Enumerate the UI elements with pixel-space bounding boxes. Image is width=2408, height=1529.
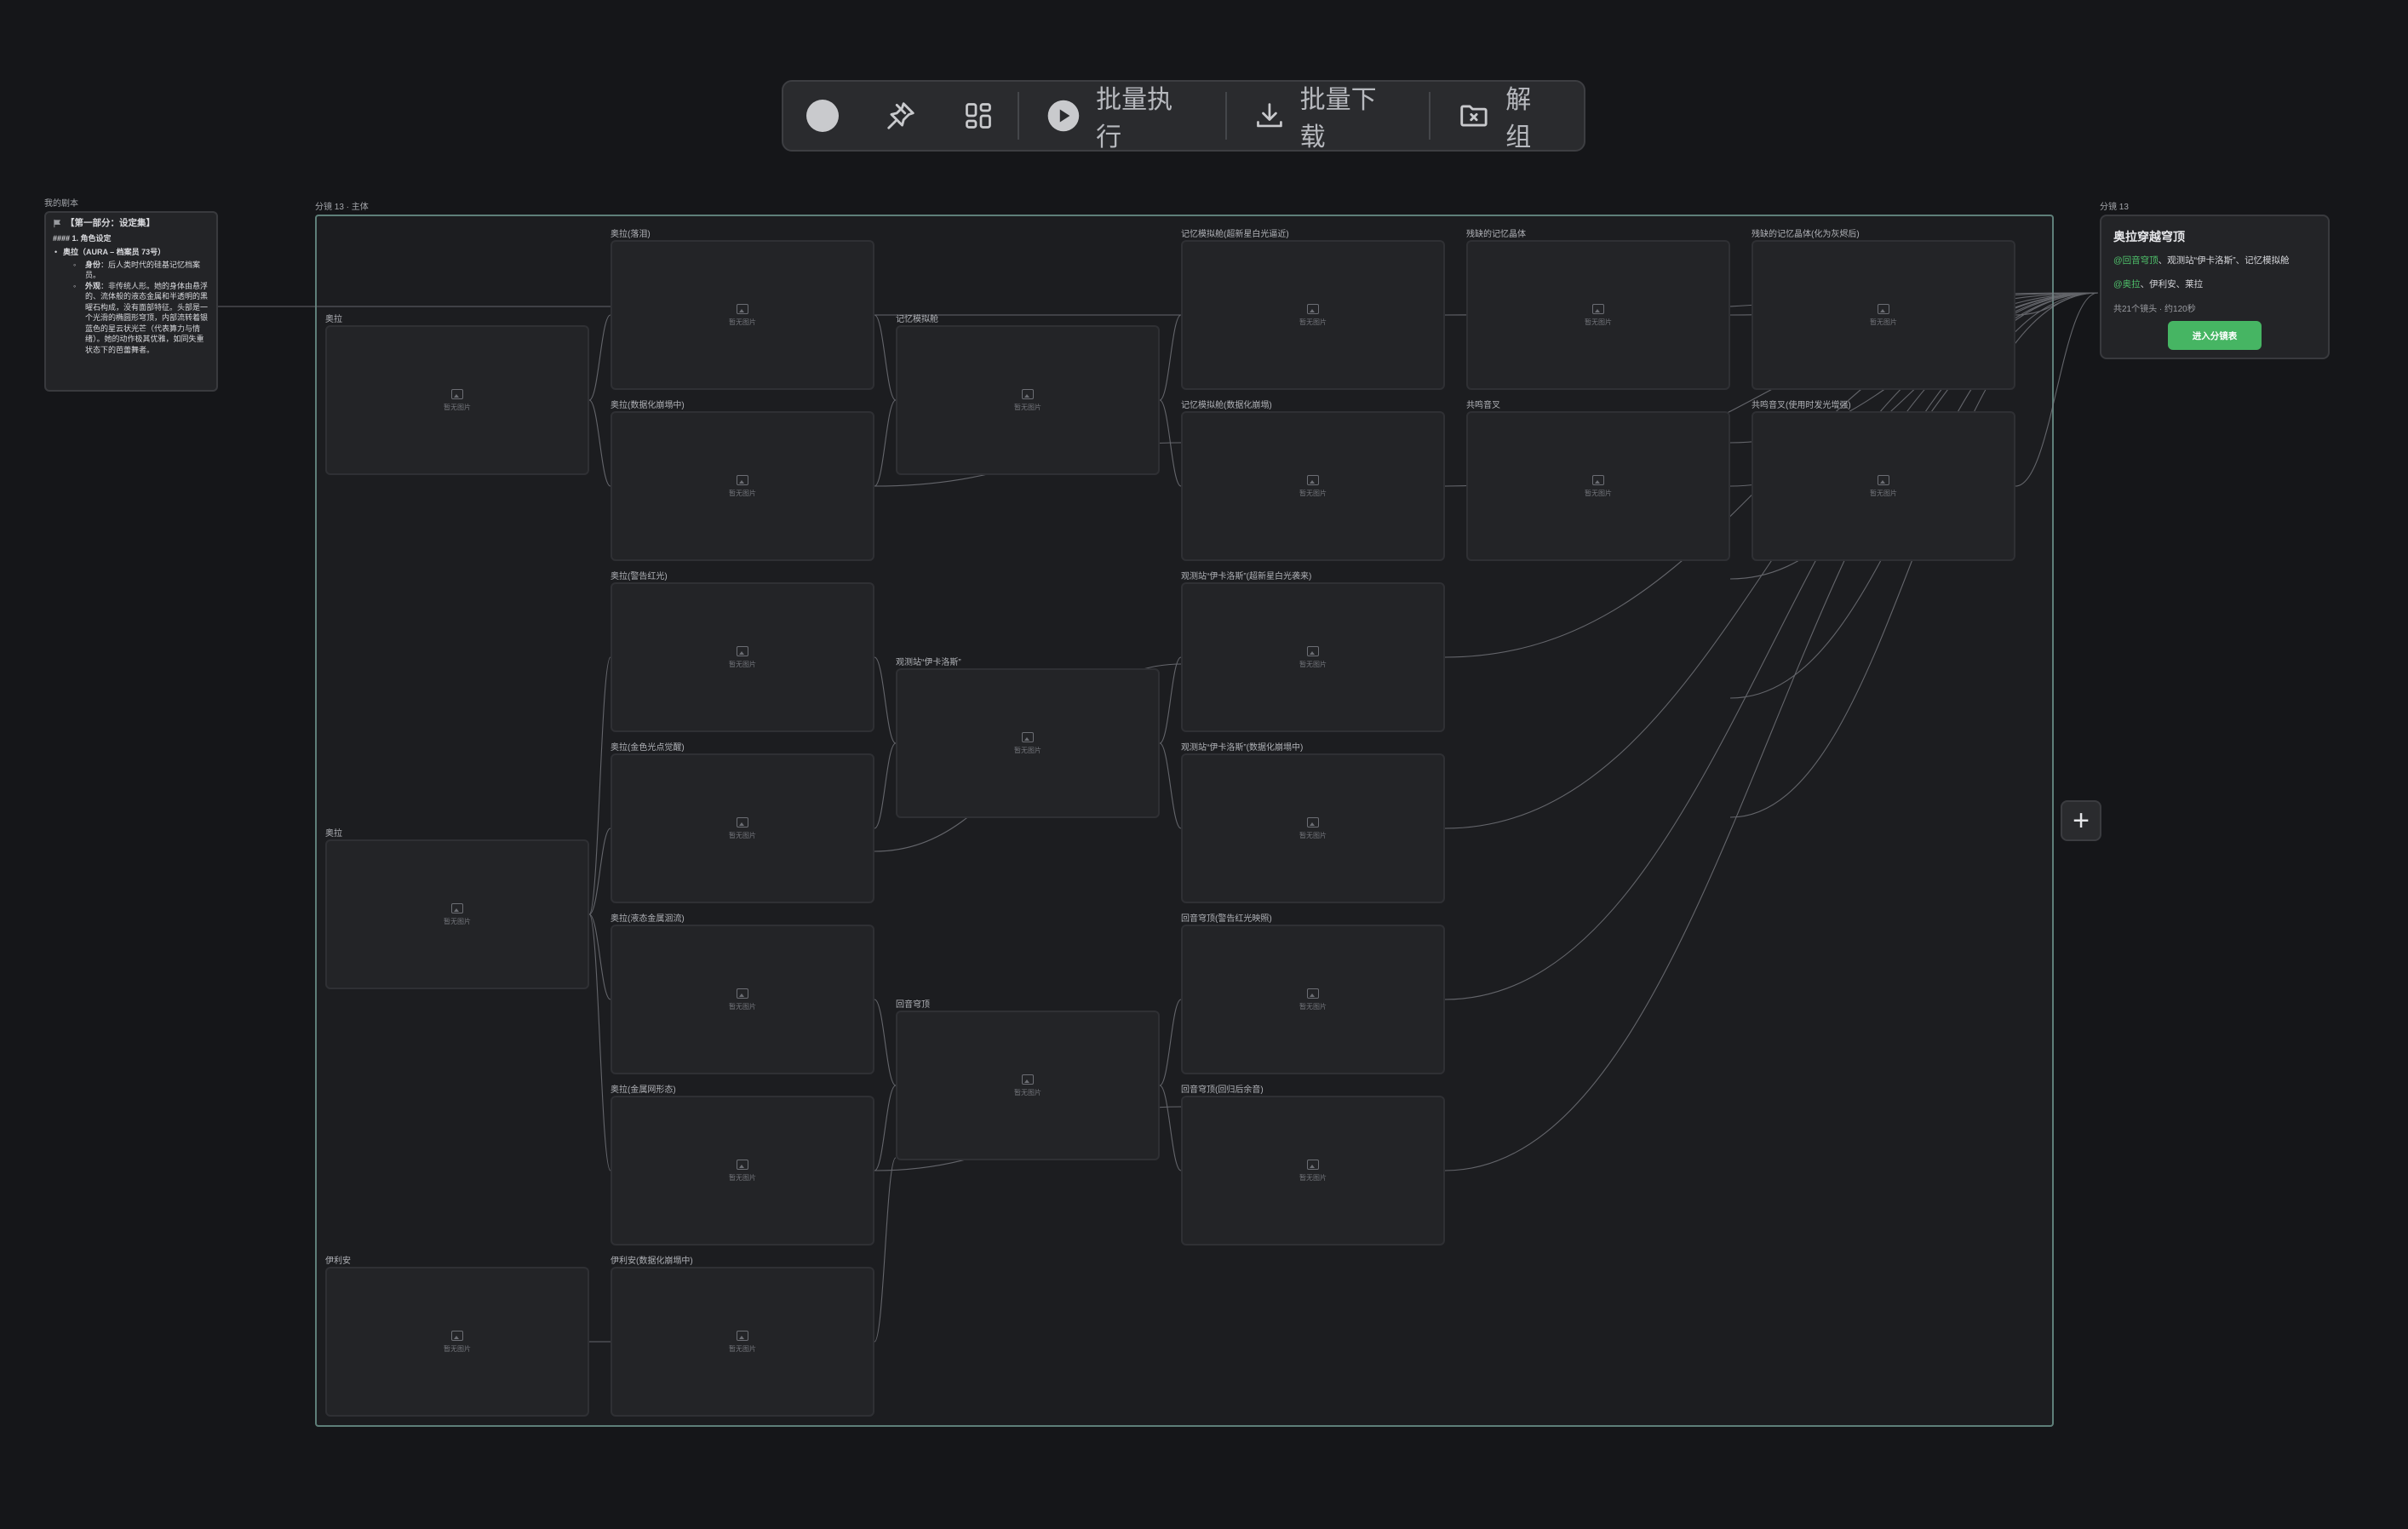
pin-button[interactable]	[862, 82, 940, 150]
node-scene-variant[interactable]: 记忆模拟舱(超新星白光逼近) 暂无图片	[1181, 230, 1445, 390]
summary-cast: @奥拉、伊利安、莱拉	[2113, 279, 2204, 289]
enter-storyboard-button[interactable]: 进入分镜表	[2168, 321, 2262, 350]
layout-button[interactable]	[940, 82, 1018, 150]
node-character[interactable]: 奥拉 暂无图片	[325, 315, 589, 475]
node-scene-variant[interactable]: 回音穹顶(警告红光映照) 暂无图片	[1181, 914, 1445, 1074]
toolbar-divider	[1018, 92, 1020, 140]
node-character-variant[interactable]: 奥拉(金属网形态) 暂无图片	[611, 1085, 874, 1246]
group-toolbar: 批量执行 批量下载 解组	[782, 80, 1585, 152]
node-character[interactable]: 伊利安 暂无图片	[325, 1257, 589, 1417]
layout-grid-icon	[966, 103, 992, 129]
batch-download-label: 批量下载	[1299, 86, 1377, 152]
image-placeholder-icon	[451, 902, 463, 913]
toolbar-divider	[1429, 92, 1431, 140]
image-placeholder-icon	[1307, 474, 1319, 485]
node-scene[interactable]: 观测站“伊卡洛斯” 暂无图片	[896, 658, 1160, 818]
identity-item: 身份：后人类时代的硅基记忆档案员。	[53, 260, 209, 281]
node-character-variant[interactable]: 奥拉(警告红光) 暂无图片	[611, 572, 874, 732]
flag-icon	[54, 219, 61, 227]
appearance-item: 外观：非传统人形。她的身体由悬浮的、流体般的液态金属和半透明的黑曜石构成，没有面…	[53, 281, 209, 356]
image-placeholder-icon	[1307, 645, 1319, 656]
summary-title: 奥拉穿越穹顶	[2113, 230, 2185, 243]
folder-x-icon	[1460, 105, 1488, 127]
image-placeholder-icon	[737, 1159, 748, 1170]
node-scene[interactable]: 回音穹顶 暂无图片	[896, 1000, 1160, 1160]
add-node-button[interactable]: +	[2061, 800, 2101, 841]
pin-icon	[886, 102, 914, 129]
node-scene-variant[interactable]: 回音穹顶(回归后余音) 暂无图片	[1181, 1085, 1445, 1246]
color-button[interactable]	[783, 82, 862, 150]
script-card[interactable]: 【第一部分：设定集】 #### 1. 角色设定 奥拉（AURA – 档案员 73…	[44, 211, 218, 392]
script-heading: #### 1. 角色设定	[53, 233, 112, 243]
image-placeholder-icon	[1878, 303, 1889, 314]
node-character-variant[interactable]: 伊利安(数据化崩塌中) 暂无图片	[611, 1257, 874, 1417]
image-placeholder-icon	[1878, 474, 1889, 485]
node-scene-variant[interactable]: 观测站“伊卡洛斯”(数据化崩塌中) 暂无图片	[1181, 743, 1445, 903]
node-character[interactable]: 奥拉 暂无图片	[325, 829, 589, 989]
node-character-variant[interactable]: 奥拉(数据化崩塌中) 暂无图片	[611, 401, 874, 561]
script-section-label: 我的剧本	[44, 199, 78, 209]
image-placeholder-icon	[1307, 816, 1319, 827]
image-placeholder-icon	[1307, 988, 1319, 999]
image-placeholder-icon	[1592, 474, 1604, 485]
node-scene-variant[interactable]: 记忆模拟舱(数据化崩塌) 暂无图片	[1181, 401, 1445, 561]
image-placeholder-icon	[451, 1330, 463, 1341]
image-placeholder-icon	[737, 1330, 748, 1341]
script-title: 【第一部分：设定集】	[53, 218, 209, 229]
storyboard-summary-card[interactable]: 奥拉穿越穹顶 @回音穹顶、观测站“伊卡洛斯”、记忆模拟舱 @奥拉、伊利安、莱拉 …	[2100, 215, 2330, 359]
image-placeholder-icon	[737, 474, 748, 485]
image-placeholder-icon	[1307, 303, 1319, 314]
image-placeholder-icon	[451, 388, 463, 399]
node-scene-variant[interactable]: 观测站“伊卡洛斯”(超新星白光袭来) 暂无图片	[1181, 572, 1445, 732]
image-placeholder-icon	[737, 303, 748, 314]
image-placeholder-icon	[1022, 731, 1034, 742]
download-icon	[1256, 103, 1282, 128]
plus-icon: +	[2073, 805, 2090, 837]
toolbar-divider	[1224, 92, 1227, 140]
play-circle-icon	[1047, 100, 1080, 132]
node-prop-variant[interactable]: 共鸣音叉(使用时发光增强) 暂无图片	[1752, 401, 2015, 561]
node-character-variant[interactable]: 奥拉(液态金属洄流) 暂无图片	[611, 914, 874, 1074]
node-scene[interactable]: 记忆模拟舱 暂无图片	[896, 315, 1160, 475]
node-prop-variant[interactable]: 残缺的记忆晶体(化为灰烬后) 暂无图片	[1752, 230, 2015, 390]
batch-run-label: 批量执行	[1096, 86, 1173, 152]
summary-meta: 共21个镜头 · 约120秒	[2113, 305, 2196, 314]
image-placeholder-icon	[737, 988, 748, 999]
node-character-variant[interactable]: 奥拉(金色光点觉醒) 暂无图片	[611, 743, 874, 903]
group-label: 分镜 13 · 主体	[315, 203, 369, 212]
image-placeholder-icon	[1307, 1159, 1319, 1170]
node-prop[interactable]: 残缺的记忆晶体 暂无图片	[1466, 230, 1730, 390]
batch-run-button[interactable]: 批量执行	[1019, 82, 1225, 152]
image-placeholder-icon	[737, 816, 748, 827]
image-placeholder-icon	[1022, 388, 1034, 399]
ungroup-button[interactable]: 解组	[1430, 82, 1584, 152]
character-item: 奥拉（AURA – 档案员 73号）	[53, 247, 209, 258]
color-circle-icon	[806, 100, 839, 132]
summary-scenes: @回音穹顶、观测站“伊卡洛斯”、记忆模拟舱	[2113, 255, 2290, 266]
batch-download-button[interactable]: 批量下载	[1227, 82, 1430, 152]
image-placeholder-icon	[737, 645, 748, 656]
summary-label: 分镜 13	[2100, 203, 2129, 212]
node-prop[interactable]: 共鸣音叉 暂无图片	[1466, 401, 1730, 561]
image-placeholder-icon	[1022, 1074, 1034, 1085]
node-character-variant[interactable]: 奥拉(落泪) 暂无图片	[611, 230, 874, 390]
ungroup-label: 解组	[1505, 86, 1532, 152]
image-placeholder-icon	[1592, 303, 1604, 314]
